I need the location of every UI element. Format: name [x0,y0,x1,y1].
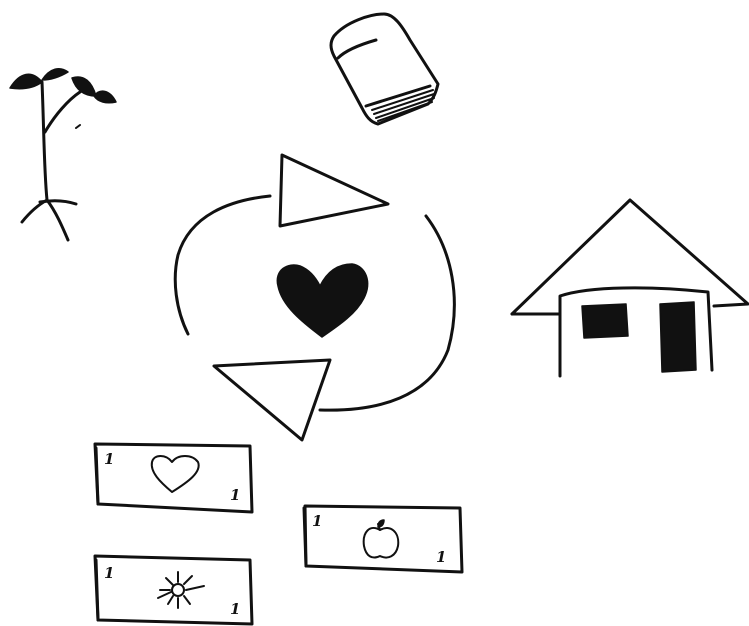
bill-corner-bottom: 1 [436,548,446,566]
bill-corner-top: 1 [312,512,322,530]
bill-corner-bottom: 1 [230,600,240,618]
bill-heart: 1 1 [95,444,252,512]
bill-corner-bottom: 1 [230,486,240,504]
house-icon [512,200,748,376]
bill-corner-top: 1 [104,564,114,582]
heart-icon [277,264,367,337]
seedling-icon [10,69,116,240]
bill-corner-top: 1 [104,450,114,468]
bill-sun: 1 1 [95,556,252,624]
book-icon [331,14,438,124]
bill-apple: 1 1 [304,506,462,572]
